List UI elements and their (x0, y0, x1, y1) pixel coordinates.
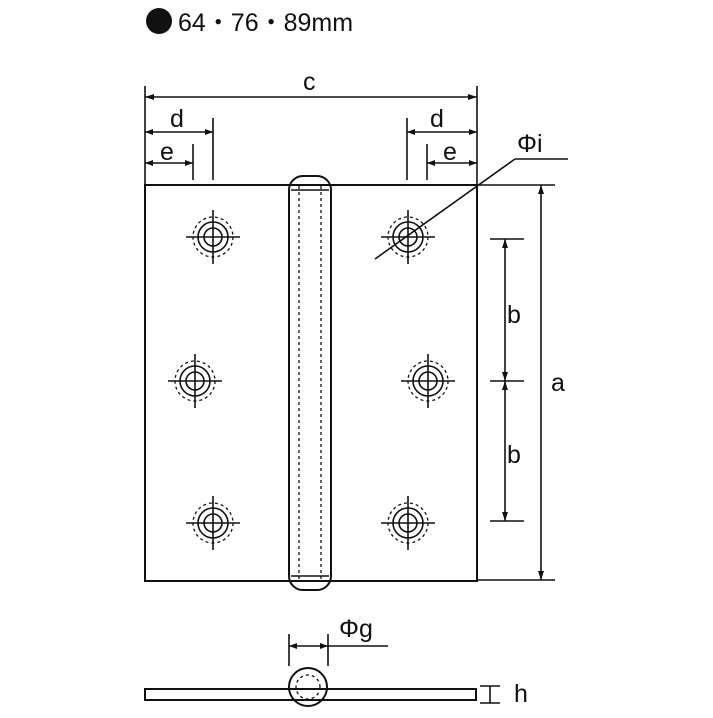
hinge-leaf-outline (144, 184, 478, 582)
screw-hole (401, 354, 455, 408)
screw-hole (186, 496, 240, 550)
dimension-e-right: e (426, 138, 477, 180)
dimension-a: a (477, 184, 565, 581)
label-a: a (551, 369, 565, 397)
dimension-b: b b (490, 238, 524, 522)
label-d-left: d (170, 105, 184, 133)
hinge-pin-section (288, 667, 328, 707)
dimension-d-left: d (145, 105, 214, 180)
dimension-h: h (480, 680, 528, 708)
label-e-right: e (443, 138, 457, 166)
dimension-c: c (144, 68, 478, 185)
hinge-side-view (144, 667, 477, 707)
label-d-right: d (430, 105, 444, 133)
screw-hole (381, 210, 435, 264)
label-h: h (514, 680, 528, 708)
screw-hole (186, 210, 240, 264)
hinge-knuckle (288, 175, 332, 591)
label-phi-i: Φi (517, 130, 543, 158)
label-e-left: e (160, 138, 174, 166)
dimension-d-right: d (406, 105, 477, 180)
label-phi-g: Φg (339, 615, 373, 643)
screw-hole (168, 354, 222, 408)
dimension-phi-g: Φg (288, 615, 388, 666)
hinge-side-plate (144, 688, 477, 701)
dimension-phi-i: Φi (374, 130, 568, 260)
hinge-front-view (144, 175, 478, 591)
label-c: c (303, 68, 316, 96)
label-b-lower: b (507, 441, 521, 469)
bullet-dot (146, 8, 172, 34)
screw-hole (381, 496, 435, 550)
sizes-text: 64・76・89mm (178, 9, 353, 37)
screw-holes (168, 210, 455, 550)
dimension-e-left: e (145, 138, 194, 180)
label-b-upper: b (507, 301, 521, 329)
